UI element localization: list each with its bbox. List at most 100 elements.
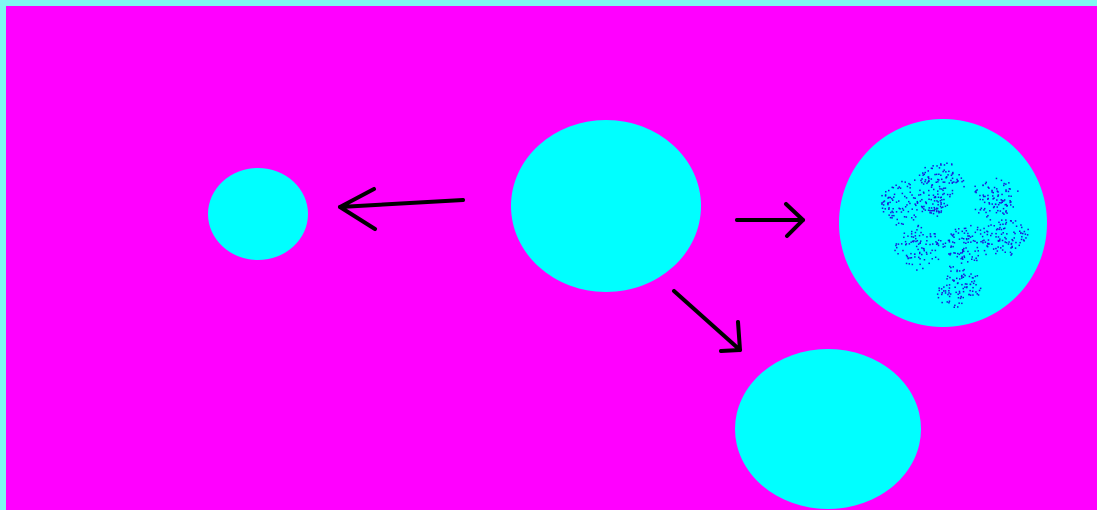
speckle-dot [1005,223,1007,225]
speckle-dot [975,291,977,293]
speckle-dot [942,243,944,245]
speckle-dot [920,194,922,196]
speckle-dot [932,258,934,260]
speckle-dot [987,234,989,236]
speckle-dot [923,248,925,250]
speckle-dot [1015,220,1017,222]
speckle-dot [947,194,949,196]
speckle-dot [996,178,998,180]
speckle-dot [926,183,928,185]
speckle-dot [947,174,949,176]
speckle-dot [924,174,926,176]
speckle-dot [963,277,965,279]
speckle-dot [941,188,943,190]
speckle-dot [931,250,933,252]
speckle-dot [885,194,887,196]
speckle-dot [947,205,949,207]
speckle-dot [942,292,944,294]
speckle-dot [1002,200,1004,202]
speckle-dot [1019,245,1021,247]
speckle-dot [921,247,923,249]
speckle-dot [909,243,911,245]
speckle-dot [995,233,997,235]
speckle-dot [993,207,995,209]
speckle-dot [891,215,893,217]
speckle-dot [991,244,993,246]
speckle-dot [917,201,919,203]
speckle-dot [928,199,930,201]
speckle-dot [952,279,954,281]
speckle-dot [966,239,968,241]
speckle-dot [921,254,923,256]
speckle-dot [882,208,884,210]
speckle-dot [881,203,883,205]
speckle-dot [931,212,933,214]
speckle-dot [985,241,987,243]
speckle-dot [941,207,943,209]
speckle-dot [892,200,894,202]
speckle-dot [934,197,936,199]
speckle-dot [1005,238,1007,240]
speckle-dot [942,190,944,192]
speckle-dot [952,246,954,248]
speckle-dot [959,238,961,240]
speckle-dot [888,209,890,211]
speckle-dot [1002,224,1004,226]
speckle-dot [930,235,932,237]
speckle-dot [962,231,964,233]
speckle-dot [943,193,945,195]
speckle-dot [920,242,922,244]
speckle-dot [936,211,938,213]
speckle-dot [986,245,988,247]
speckle-dot [928,176,930,178]
speckle-dot [1024,231,1026,233]
speckle-dot [950,180,952,182]
speckle-dot [938,197,940,199]
speckle-dot [924,250,926,252]
speckle-dot [957,306,959,308]
speckle-dot [964,257,966,259]
speckle-dot [942,194,944,196]
speckle-dot [920,200,922,202]
speckle-dot [1003,185,1005,187]
speckle-dot [949,241,951,243]
speckle-dot [1000,247,1002,249]
speckle-dot [953,252,955,254]
speckle-dot [923,208,925,210]
speckle-dot [912,264,914,266]
speckle-dot [980,209,982,211]
speckle-dot [969,276,971,278]
speckle-dot [881,195,883,197]
speckle-dot [911,236,913,238]
speckle-dot [989,210,991,212]
speckle-dot [1003,213,1005,215]
speckle-dot [1027,229,1029,231]
speckle-dot [1005,219,1007,221]
speckle-dot [916,229,918,231]
speckle-dot [1025,233,1027,235]
speckle-dot [950,270,952,272]
speckle-dot [942,206,944,208]
speckle-dot [935,250,937,252]
speckle-dot [921,199,923,201]
lower-circle [735,349,921,509]
speckle-dot [913,197,915,199]
speckle-dot [972,291,974,293]
speckle-dot [903,209,905,211]
speckle-dot [1005,252,1007,254]
center-circle [511,120,701,292]
speckle-dot [998,222,1000,224]
speckle-dot [895,245,897,247]
speckle-dot [984,250,986,252]
speckle-dot [928,210,930,212]
speckle-dot [941,179,943,181]
speckle-dot [933,189,935,191]
speckle-dot [963,251,965,253]
speckle-dot [944,164,946,166]
speckle-dot [962,256,964,258]
speckle-dot [921,178,923,180]
speckle-dot [913,219,915,221]
speckle-dot [987,243,989,245]
speckle-dot [914,214,916,216]
speckle-dot [906,216,908,218]
